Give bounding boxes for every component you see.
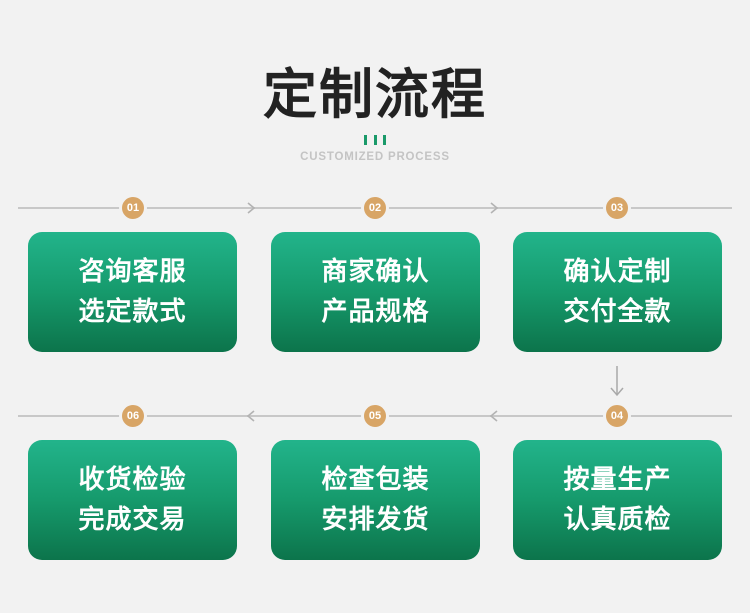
step-card-06: 收货检验 完成交易 [28, 440, 237, 560]
step-text-line-1: 按量生产 [563, 465, 672, 495]
page-subtitle: CUSTOMIZED PROCESS [300, 151, 450, 163]
step-number-badge: 05 [361, 402, 389, 430]
chevron-left-icon [246, 410, 255, 422]
step-text-line-2: 完成交易 [78, 505, 187, 535]
decor-bars [364, 135, 386, 145]
decor-bar [373, 135, 377, 145]
step-text-line-2: 安排发货 [321, 505, 430, 535]
step-number-badge: 03 [603, 194, 631, 222]
decor-bar [383, 135, 386, 145]
step-text-line-1: 确认定制 [563, 257, 672, 287]
step-text-line-1: 咨询客服 [78, 257, 187, 287]
step-number-badge: 06 [119, 402, 147, 430]
step-text-line-2: 认真质检 [563, 505, 672, 535]
step-card-02: 商家确认 产品规格 [271, 232, 480, 352]
step-text-line-2: 产品规格 [321, 297, 430, 327]
step-card-03: 确认定制 交付全款 [513, 232, 722, 352]
arrow-down-icon [610, 366, 624, 397]
chevron-left-icon [489, 410, 498, 422]
step-text-line-1: 检查包装 [321, 465, 430, 495]
page-title: 定制流程 [263, 63, 487, 126]
step-card-04: 按量生产 认真质检 [513, 440, 722, 560]
chevron-right-icon [247, 202, 256, 214]
decor-bar [364, 135, 367, 145]
step-text-line-1: 商家确认 [321, 257, 430, 287]
step-text-line-2: 选定款式 [78, 297, 187, 327]
step-text-line-1: 收货检验 [78, 465, 187, 495]
step-number-badge: 02 [361, 194, 389, 222]
chevron-right-icon [490, 202, 499, 214]
step-card-01: 咨询客服 选定款式 [28, 232, 237, 352]
step-text-line-2: 交付全款 [563, 297, 672, 327]
step-card-05: 检查包装 安排发货 [271, 440, 480, 560]
step-number-badge: 01 [119, 194, 147, 222]
step-number-badge: 04 [603, 402, 631, 430]
